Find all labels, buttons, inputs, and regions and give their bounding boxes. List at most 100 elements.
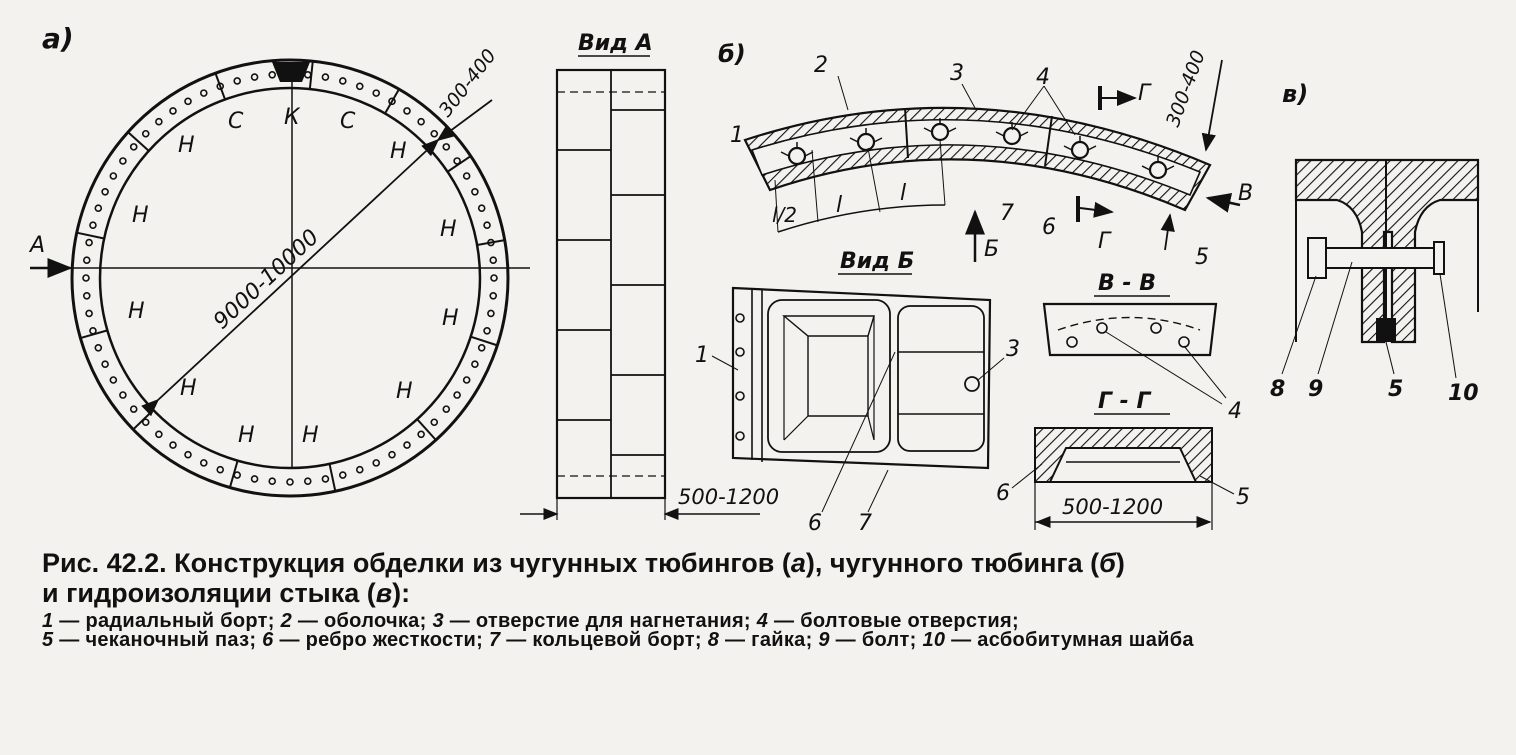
ring-bolt-hole bbox=[483, 326, 491, 335]
ring-bolt-hole bbox=[141, 129, 150, 138]
ring-bolt-hole bbox=[477, 204, 486, 213]
figure-caption: Рис. 42.2. Конструкция обделки из чугунн… bbox=[42, 548, 1482, 650]
caption-title: Рис. 42.2. Конструкция обделки из чугунн… bbox=[42, 548, 1125, 608]
view-b-num-1: 1 bbox=[695, 343, 709, 368]
ring-joint-line bbox=[76, 231, 105, 240]
ring-bolt-hole bbox=[487, 309, 495, 318]
segment-n-9: Н bbox=[238, 423, 255, 448]
joint-num-9: 9 bbox=[1308, 377, 1323, 402]
ring-bolt-hole bbox=[403, 107, 411, 115]
segment-num-7: 7 bbox=[1000, 201, 1014, 226]
section-g-bottom: Г bbox=[1098, 229, 1112, 254]
panel-b-label: б) bbox=[718, 40, 746, 68]
section-vv-num-4: 4 bbox=[1228, 399, 1242, 424]
ring-bolt-hole bbox=[355, 465, 364, 474]
ring-bolt-hole bbox=[85, 238, 93, 247]
segment-c-right: С bbox=[340, 109, 356, 134]
ring-bolt-hole bbox=[82, 274, 90, 282]
ring-bolt-hole bbox=[268, 70, 277, 79]
ring-bolt-hole bbox=[155, 430, 163, 439]
ring-bolt-hole bbox=[388, 97, 396, 106]
view-b-num-7: 7 bbox=[858, 511, 872, 536]
section-gg-num-5: 5 bbox=[1236, 485, 1250, 510]
segment-n-7: Н bbox=[180, 376, 197, 401]
ring-bolt-hole bbox=[109, 172, 118, 180]
ring-bolt-hole bbox=[82, 291, 91, 300]
ring-bolt-hole bbox=[184, 97, 192, 106]
ring-bolt-hole bbox=[321, 73, 330, 81]
ring-bolt-hole bbox=[129, 405, 138, 413]
segment-num-1: 1 bbox=[730, 123, 744, 148]
ring-bolt-hole bbox=[303, 477, 312, 486]
segment-num-6: 6 bbox=[1042, 215, 1056, 240]
ring-bolt-hole bbox=[268, 477, 277, 486]
view-a-width-dim: 500-1200 bbox=[678, 485, 779, 509]
ring-bolt-hole bbox=[119, 391, 127, 399]
ring-bolt-hole bbox=[169, 107, 177, 115]
ring-bolt-hole bbox=[453, 391, 461, 399]
caption-legend: 1 — радиальный борт; 2 — оболочка; 3 — о… bbox=[42, 610, 1194, 651]
ring-bolt-hole bbox=[489, 291, 498, 300]
section-g-top: Г bbox=[1138, 81, 1152, 106]
segment-k: К bbox=[284, 105, 301, 130]
segment-n-6: Н bbox=[442, 306, 459, 331]
segment-bolt-mark bbox=[1063, 136, 1097, 151]
ring-bolt-hole bbox=[89, 221, 97, 230]
segment-n-10: Н bbox=[302, 423, 319, 448]
section-gg-width-dim: 500-1200 bbox=[1062, 495, 1163, 519]
segment-num-3: 3 bbox=[950, 61, 964, 86]
ring-bolt-hole bbox=[129, 143, 138, 151]
view-b-arrow-label: Б bbox=[984, 237, 999, 262]
ring-bolt-hole bbox=[430, 129, 439, 138]
ring-bolt-hole bbox=[487, 238, 495, 247]
segment-n-1: Н bbox=[178, 133, 195, 158]
ring-bolt-hole bbox=[462, 376, 471, 384]
ring-bolt-hole bbox=[489, 256, 498, 265]
view-a-arrow-label: А bbox=[28, 233, 45, 258]
ring-bolt-hole bbox=[286, 478, 294, 486]
ring-bolt-hole bbox=[442, 143, 451, 151]
segment-bolt-holes bbox=[780, 118, 1175, 180]
segment-b: б) l/2 l l 1 2 3 4 5 6 7 Б В bbox=[718, 40, 1253, 270]
segment-bolt-mark bbox=[1141, 156, 1175, 171]
section-v-arrow-label: В bbox=[1238, 181, 1253, 206]
segment-n-5: Н bbox=[128, 299, 145, 324]
ring-bolt-hole bbox=[199, 459, 208, 467]
panel-a-label: а) bbox=[42, 22, 74, 55]
view-b: Вид Б 1 3 6 7 bbox=[695, 249, 1020, 536]
segment-c-left: С bbox=[228, 109, 244, 134]
ring-joint-line bbox=[214, 72, 226, 100]
section-gg-title: Г - Г bbox=[1098, 389, 1151, 414]
ring-bolt-hole bbox=[101, 187, 109, 196]
segment-num-2: 2 bbox=[814, 53, 828, 78]
ring-bolt-hole bbox=[94, 204, 103, 213]
tubing-drawing: а) 9000-10000 300-400 А К С С Н Н Н Н Н … bbox=[28, 22, 1480, 536]
ring-bolt-hole bbox=[490, 274, 498, 282]
ring-bolt-hole bbox=[119, 157, 127, 165]
segment-bolt-mark bbox=[849, 128, 883, 143]
ring-bolt-hole bbox=[250, 475, 259, 483]
section-g-g: Г - Г 500-1200 6 5 bbox=[996, 389, 1250, 530]
ring-bolt-hole bbox=[233, 77, 242, 85]
ring-bolt-hole bbox=[141, 418, 150, 427]
view-b-title: Вид Б bbox=[840, 249, 914, 274]
ring-thickness-dim: 300-400 bbox=[435, 45, 501, 121]
view-a-title: Вид А bbox=[578, 31, 653, 56]
ring-view: а) 9000-10000 300-400 А К С С Н Н Н Н Н … bbox=[28, 22, 530, 498]
segment-n-2: Н bbox=[390, 139, 407, 164]
ring-joint-line bbox=[416, 418, 437, 441]
ring-bolt-hole bbox=[109, 376, 118, 384]
ring-bolt-hole bbox=[372, 459, 381, 467]
section-gg-num-6: 6 bbox=[996, 481, 1010, 506]
ring-joint-line bbox=[384, 88, 400, 114]
ring-bolt-hole bbox=[94, 343, 103, 352]
segment-n-8: Н bbox=[396, 379, 413, 404]
segment-num-5: 5 bbox=[1195, 245, 1209, 270]
ring-bolt-hole bbox=[388, 450, 396, 459]
ring-bolt-holes bbox=[82, 70, 498, 486]
panel-v-label: в) bbox=[1282, 80, 1308, 108]
joint-num-10: 10 bbox=[1448, 381, 1479, 406]
ring-joint-line bbox=[470, 335, 498, 347]
segment-bolt-mark bbox=[995, 122, 1029, 137]
view-a-joints bbox=[557, 109, 665, 456]
